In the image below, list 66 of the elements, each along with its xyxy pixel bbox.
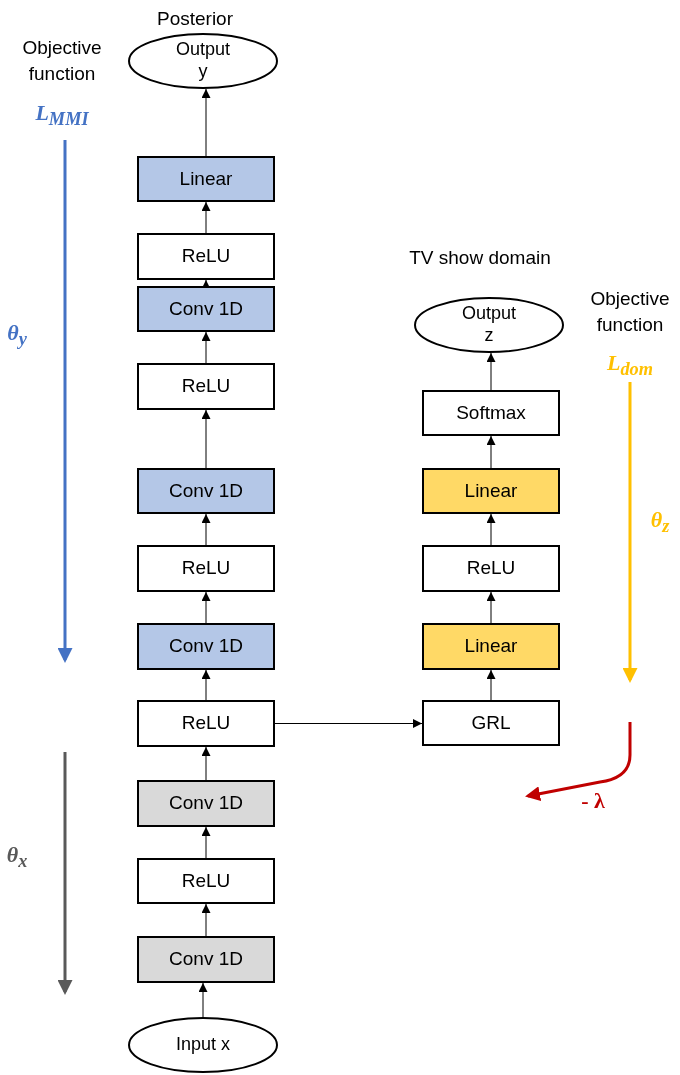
layer-box	[422, 390, 560, 436]
layer-label: Conv 1D	[169, 479, 243, 503]
layer-label: Conv 1D	[169, 792, 243, 815]
arrow	[201, 409, 211, 469]
layer-label: Conv 1D	[169, 948, 243, 971]
layer-label: Input x	[174, 1034, 231, 1056]
arrow	[198, 982, 208, 1018]
layer-box	[137, 233, 275, 280]
heading: Posterior	[156, 7, 234, 31]
arrow	[201, 746, 211, 781]
lambda-symbol: - λ	[580, 787, 606, 815]
arrow	[201, 669, 211, 701]
layer-box	[137, 700, 275, 747]
layer-box	[422, 623, 560, 670]
layer-box	[137, 363, 275, 410]
arrow	[201, 903, 211, 937]
arrow	[201, 88, 211, 157]
objective-label: Objective function	[589, 287, 671, 337]
layer-label: Conv 1D	[169, 297, 243, 321]
arrow	[201, 331, 211, 364]
layer-box	[137, 156, 275, 202]
layer-box	[137, 545, 275, 592]
layer-box	[422, 545, 560, 592]
layer-box	[137, 468, 275, 514]
arrow	[201, 513, 211, 546]
layer-box	[137, 858, 275, 904]
arrow	[486, 591, 496, 624]
objective-label: Objective function	[21, 36, 103, 86]
ellipse-node	[128, 33, 278, 89]
layer-label: ReLU	[181, 869, 231, 893]
layer-label: ReLU	[181, 712, 231, 735]
loss-symbol: L$_{dom}$	[605, 349, 654, 382]
arrow	[274, 719, 423, 728]
arrow	[486, 669, 496, 701]
layer-label: Linear	[179, 167, 233, 191]
arrow	[201, 201, 211, 234]
parameter-symbol: θ$_{x}$	[5, 841, 29, 874]
layer-label: GRL	[471, 711, 511, 735]
parameter-symbol: θ$_{z}$	[649, 506, 671, 539]
layer-label: ReLU	[466, 557, 516, 580]
arrow	[201, 279, 211, 289]
layer-label: Linear	[464, 479, 518, 503]
parameter-symbol: θ$_{y}$	[6, 319, 28, 352]
arrow	[486, 513, 496, 546]
ellipse-node	[128, 1017, 278, 1073]
loss-symbol: L$_{MMI}$	[34, 99, 90, 132]
ellipse-node	[414, 297, 564, 353]
layer-label: Conv 1D	[169, 635, 243, 658]
layer-label: ReLU	[181, 557, 231, 580]
layer-label: ReLU	[181, 245, 231, 268]
layer-label: Softmax	[456, 401, 526, 425]
arrow	[201, 591, 211, 624]
layer-label: ReLU	[181, 375, 231, 398]
layer-box	[137, 780, 275, 827]
arrow	[486, 352, 496, 391]
layer-box	[137, 936, 275, 983]
layer-box	[137, 623, 275, 670]
heading: TV show domain	[408, 246, 552, 270]
layer-box	[137, 286, 275, 332]
layer-label: Output z	[460, 303, 517, 347]
layer-label: Output y	[174, 39, 231, 83]
arrow	[486, 435, 496, 469]
layer-label: Linear	[464, 635, 518, 658]
layer-box	[422, 468, 560, 514]
arrow	[201, 826, 211, 859]
layer-box	[422, 700, 560, 746]
